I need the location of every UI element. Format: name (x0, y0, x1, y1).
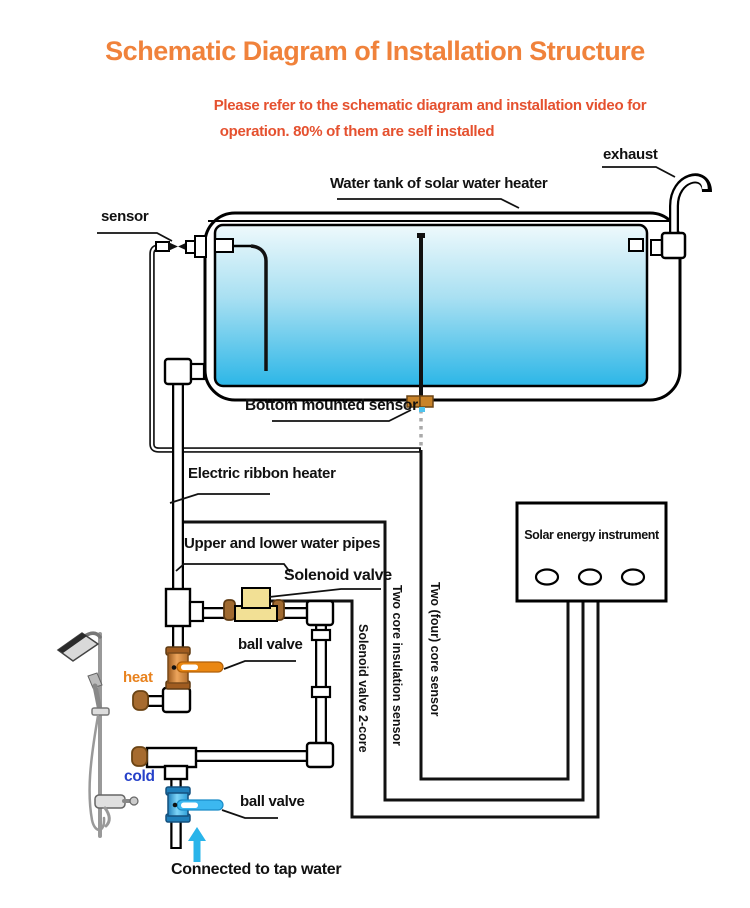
label-bottom-sensor: Bottom mounted sensor (245, 397, 418, 414)
instrument-knob (534, 568, 560, 586)
tank-port-left (214, 238, 234, 253)
label-instrument: Solar energy instrument (524, 528, 659, 542)
elbow-bottom-right (305, 741, 335, 769)
label-ball-valve-hot: ball valve (238, 636, 303, 653)
tap-water-arrow-icon (188, 827, 206, 862)
ball-valve-cold (165, 786, 224, 823)
tank-water (213, 223, 649, 388)
solenoid-valve (223, 587, 285, 622)
ball-valve-hot (165, 646, 224, 690)
bottom-sensor-fitting (406, 395, 434, 412)
shower-fixture (56, 631, 139, 838)
hot-bottom-elbow (161, 686, 192, 714)
label-tap-water: Connected to tap water (171, 861, 342, 878)
exhaust-pipe (650, 173, 712, 260)
label-water-pipes: Upper and lower water pipes (184, 535, 381, 552)
water-tank (155, 173, 712, 412)
label-ball-valve-cold: ball valve (240, 793, 305, 810)
tank-elbow (163, 357, 193, 386)
internal-sensor-cable (250, 244, 268, 371)
elbow-top-right (305, 599, 335, 627)
label-sensor: sensor (101, 208, 149, 225)
label-pointers (97, 166, 676, 819)
brass-cap-hot (132, 690, 149, 711)
instrument-box (515, 501, 668, 603)
pipe-fittings (131, 357, 335, 781)
tank-port-right (628, 238, 644, 252)
label-water-tank: Water tank of solar water heater (330, 175, 548, 192)
label-wire-insulation: Two core insulation sensor (390, 585, 404, 746)
wire-insulation-sensor (181, 520, 585, 802)
label-solenoid-valve: Solenoid valve (284, 567, 392, 584)
label-heat: heat (123, 669, 153, 686)
label-exhaust: exhaust (603, 146, 658, 163)
subtitle-line2: operation. 80% of them are self installe… (219, 123, 495, 140)
label-wire-solenoid: Solenoid valve 2-core (356, 624, 370, 753)
sensor-connector (155, 235, 207, 258)
instrument-knob (577, 568, 603, 586)
label-ribbon-heater: Electric ribbon heater (188, 465, 336, 482)
instrument-knob (620, 568, 646, 586)
label-cold: cold (124, 768, 155, 785)
subtitle-line1: Please refer to the schematic diagram an… (213, 97, 647, 114)
label-wire-core: Two (four) core sensor (428, 582, 442, 717)
sensor-wire-two-four-core (419, 450, 570, 781)
page-title: Schematic Diagram of Installation Struct… (105, 36, 645, 66)
hot-tee (164, 587, 192, 628)
brass-cap-cold (131, 746, 148, 767)
